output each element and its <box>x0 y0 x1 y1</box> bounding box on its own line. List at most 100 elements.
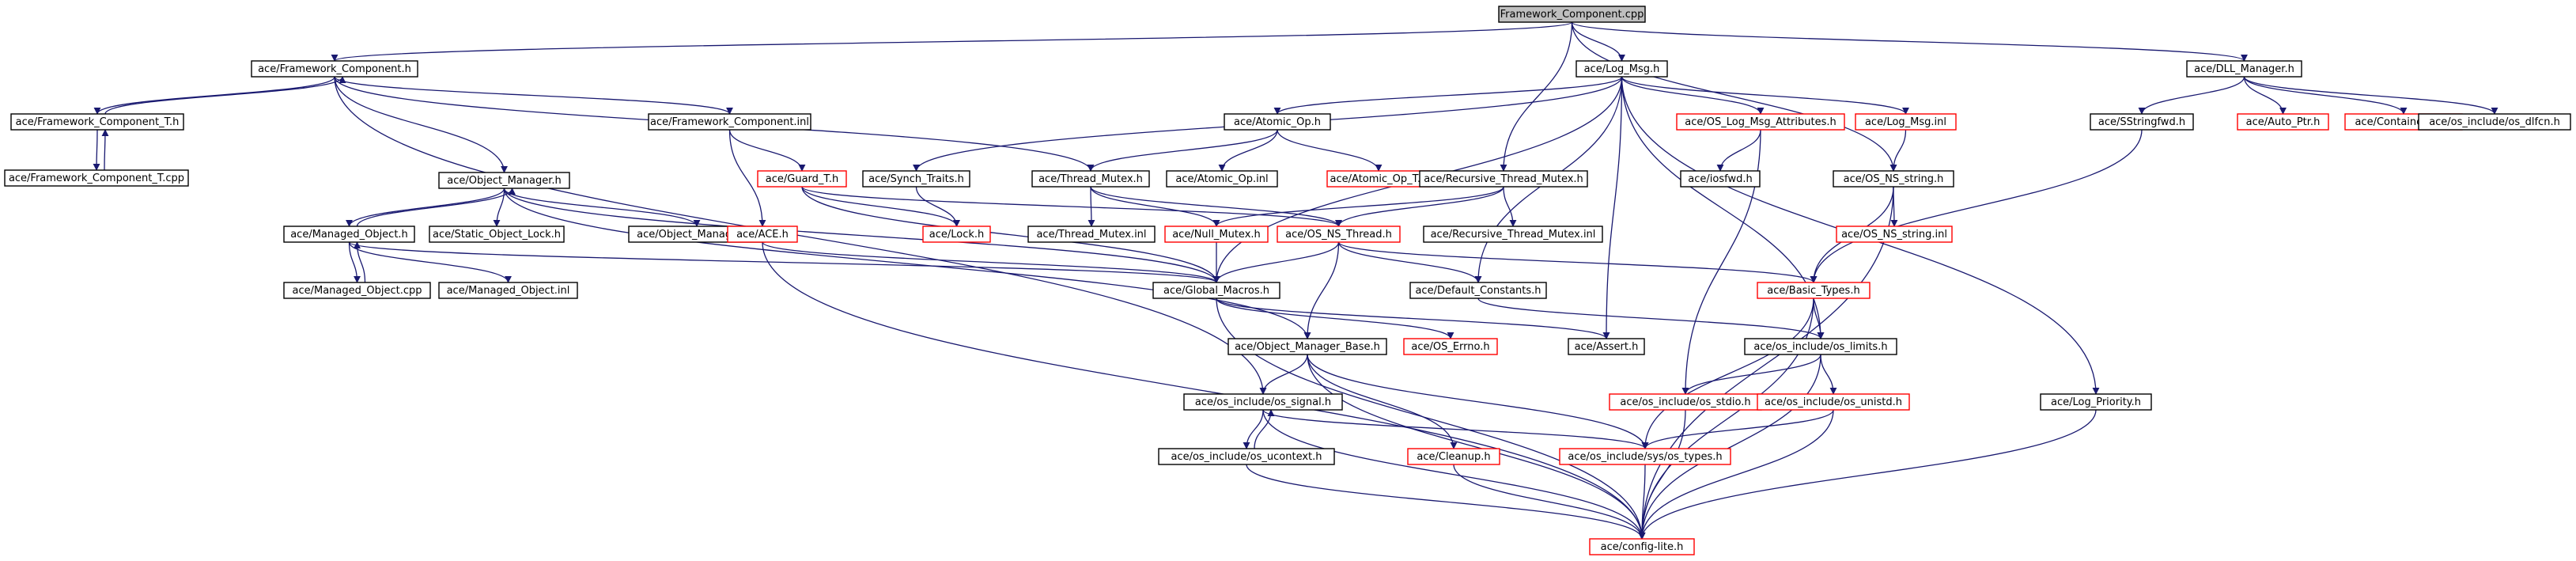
node-label: ace/Framework_Component.inl <box>650 116 809 128</box>
edge-osucontext-to-ossignal <box>1254 409 1275 449</box>
node-osucontext[interactable]: ace/os_include/os_ucontext.h <box>1158 448 1335 465</box>
edge-osnsthread-to-defconst <box>1337 241 1482 283</box>
edge-objmgr-to-globalmacros <box>503 188 1220 283</box>
node-label: ace/os_include/os_unistd.h <box>1765 396 1902 408</box>
node-osstdio[interactable]: ace/os_include/os_stdio.h <box>1609 393 1762 411</box>
node-box <box>251 60 418 78</box>
node-osnsthread[interactable]: ace/OS_NS_Thread.h <box>1277 226 1401 243</box>
node-ace[interactable]: ace/ACE.h <box>727 226 798 243</box>
node-rtm[interactable]: ace/Recursive_Thread_Mutex.h <box>1419 170 1588 188</box>
node-staticobjlock[interactable]: ace/Static_Object_Lock.h <box>429 226 565 243</box>
edge-oslimits-to-osunistd <box>1820 354 1837 395</box>
node-label: ace/OS_NS_string.inl <box>1841 229 1947 241</box>
node-objmgr[interactable]: ace/Object_Manager.h <box>438 172 570 189</box>
node-label: ace/Object_Manager.inl <box>637 229 757 241</box>
node-oserrno[interactable]: ace/OS_Errno.h <box>1403 338 1498 355</box>
node-box <box>1757 282 1871 299</box>
node-basictypes[interactable]: ace/Basic_Types.h <box>1757 282 1871 299</box>
node-box <box>2186 60 2302 78</box>
edge-globalmacros-to-assert <box>1216 298 1610 339</box>
node-managedobjcpp[interactable]: ace/Managed_Object.cpp <box>283 282 431 299</box>
node-atomicopinl[interactable]: ace/Atomic_Op.inl <box>1166 170 1278 188</box>
node-ossignal[interactable]: ace/os_include/os_signal.h <box>1183 393 1343 411</box>
node-logpriority[interactable]: ace/Log_Priority.h <box>2040 393 2152 411</box>
edge-objmgr-to-objmgrinl <box>503 188 701 227</box>
node-root[interactable]: Framework_Component.cpp <box>1498 6 1646 23</box>
node-dllm[interactable]: ace/DLL_Manager.h <box>2186 60 2302 78</box>
node-fcinl[interactable]: ace/Framework_Component.inl <box>648 113 811 131</box>
edge-logmsg-to-assert <box>1602 76 1623 339</box>
node-osnsstringinl[interactable]: ace/OS_NS_string.inl <box>1836 226 1953 243</box>
node-box <box>1152 282 1280 299</box>
node-logmsg[interactable]: ace/Log_Msg.h <box>1575 60 1668 78</box>
edge-sstringfwd-to-basictypes <box>1810 129 2143 283</box>
edge-threadmutex-to-osnsthread <box>1090 186 1342 227</box>
node-label: ace/Framework_Component.h <box>258 63 411 75</box>
node-label: ace/Managed_Object.cpp <box>292 285 422 297</box>
edge-managedobj-to-managedobjinl <box>348 241 512 283</box>
node-globalmacros[interactable]: ace/Global_Macros.h <box>1152 282 1280 299</box>
edge-basictypes-to-oslimits <box>1813 298 1825 339</box>
node-autoptr[interactable]: ace/Auto_Ptr.h <box>2237 113 2329 131</box>
node-fch[interactable]: ace/Framework_Component.h <box>251 60 418 78</box>
edge-logmsg-to-atomicop <box>1273 76 1623 115</box>
node-logmsginl[interactable]: ace/Log_Msg.inl <box>1855 113 1957 131</box>
node-label: ace/DLL_Manager.h <box>2194 63 2294 75</box>
node-fcth[interactable]: ace/Framework_Component_T.h <box>10 113 184 131</box>
edge-root-to-rtm <box>1500 21 1573 172</box>
node-configlite[interactable]: ace/config-lite.h <box>1589 538 1695 555</box>
node-box <box>438 282 578 299</box>
node-oslimits[interactable]: ace/os_include/os_limits.h <box>1744 338 1897 355</box>
node-label: ace/ACE.h <box>736 229 789 241</box>
edge-rtm-to-osnsthread <box>1335 186 1504 227</box>
edge-objmgrbase-to-ostypes <box>1307 354 1649 449</box>
node-label: ace/os_include/os_limits.h <box>1753 341 1887 353</box>
node-defconst[interactable]: ace/Default_Constants.h <box>1409 282 1547 299</box>
node-atomicop[interactable]: ace/Atomic_Op.h <box>1224 113 1331 131</box>
node-box <box>1676 113 1845 131</box>
node-box <box>1833 170 1954 188</box>
edge-oslimits-to-configlite <box>1638 354 1821 540</box>
node-osnsstring[interactable]: ace/OS_NS_string.h <box>1833 170 1954 188</box>
node-osunistd[interactable]: ace/os_include/os_unistd.h <box>1757 393 1910 411</box>
node-iosfwd[interactable]: ace/iosfwd.h <box>1680 170 1761 188</box>
edge-logmsg-to-logmsginl <box>1621 76 1909 115</box>
edge-guardt-to-osnsthread <box>801 186 1342 227</box>
node-fctcpp[interactable]: ace/Framework_Component_T.cpp <box>4 169 189 187</box>
node-label: ace/SStringfwd.h <box>2098 116 2185 128</box>
node-rtminl[interactable]: ace/Recursive_Thread_Mutex.inl <box>1423 226 1603 243</box>
node-lock[interactable]: ace/Lock.h <box>922 226 991 243</box>
node-atomicopt[interactable]: ace/Atomic_Op_T.h <box>1326 170 1431 188</box>
node-ostypes[interactable]: ace/os_include/sys/os_types.h <box>1559 448 1731 465</box>
node-threadmutex[interactable]: ace/Thread_Mutex.h <box>1031 170 1150 188</box>
node-cleanup[interactable]: ace/Cleanup.h <box>1407 448 1500 465</box>
node-nullmutex[interactable]: ace/Null_Mutex.h <box>1164 226 1269 243</box>
node-box <box>2090 113 2194 131</box>
node-osdlfcn[interactable]: ace/os_include/os_dlfcn.h <box>2418 113 2571 131</box>
node-label: ace/Atomic_Op.h <box>1234 116 1321 128</box>
node-sstringfwd[interactable]: ace/SStringfwd.h <box>2090 113 2194 131</box>
node-box <box>1031 170 1150 188</box>
node-label: ace/Object_Manager.h <box>447 175 562 187</box>
edge-atomicop-to-atomicopinl <box>1218 129 1278 172</box>
node-objmgrbase[interactable]: ace/Object_Manager_Base.h <box>1227 338 1387 355</box>
node-box <box>1559 448 1731 465</box>
edge-objmgrbase-to-configlite <box>1307 354 1646 540</box>
node-label: ace/Framework_Component_T.cpp <box>9 172 184 184</box>
node-synchtraits[interactable]: ace/Synch_Traits.h <box>862 170 970 188</box>
node-guardt[interactable]: ace/Guard_T.h <box>757 170 847 188</box>
node-box <box>1166 170 1278 188</box>
node-label: ace/Recursive_Thread_Mutex.h <box>1424 173 1583 185</box>
node-box <box>1409 282 1547 299</box>
edge-dllm-to-autoptr <box>2243 76 2287 115</box>
edge-logmsg-to-oslogattr <box>1621 76 1765 115</box>
node-managedobj[interactable]: ace/Managed_Object.h <box>283 226 415 243</box>
node-assert[interactable]: ace/Assert.h <box>1568 338 1645 355</box>
edge-objmgr-to-staticobjlock <box>493 188 505 227</box>
node-oslogattr[interactable]: ace/OS_Log_Msg_Attributes.h <box>1676 113 1845 131</box>
edge-fch-to-fcth <box>93 76 335 115</box>
node-box <box>10 113 184 131</box>
node-label: ace/Null_Mutex.h <box>1172 229 1261 241</box>
node-threadmutexinl[interactable]: ace/Thread_Mutex.inl <box>1027 226 1156 243</box>
node-managedobjinl[interactable]: ace/Managed_Object.inl <box>438 282 578 299</box>
